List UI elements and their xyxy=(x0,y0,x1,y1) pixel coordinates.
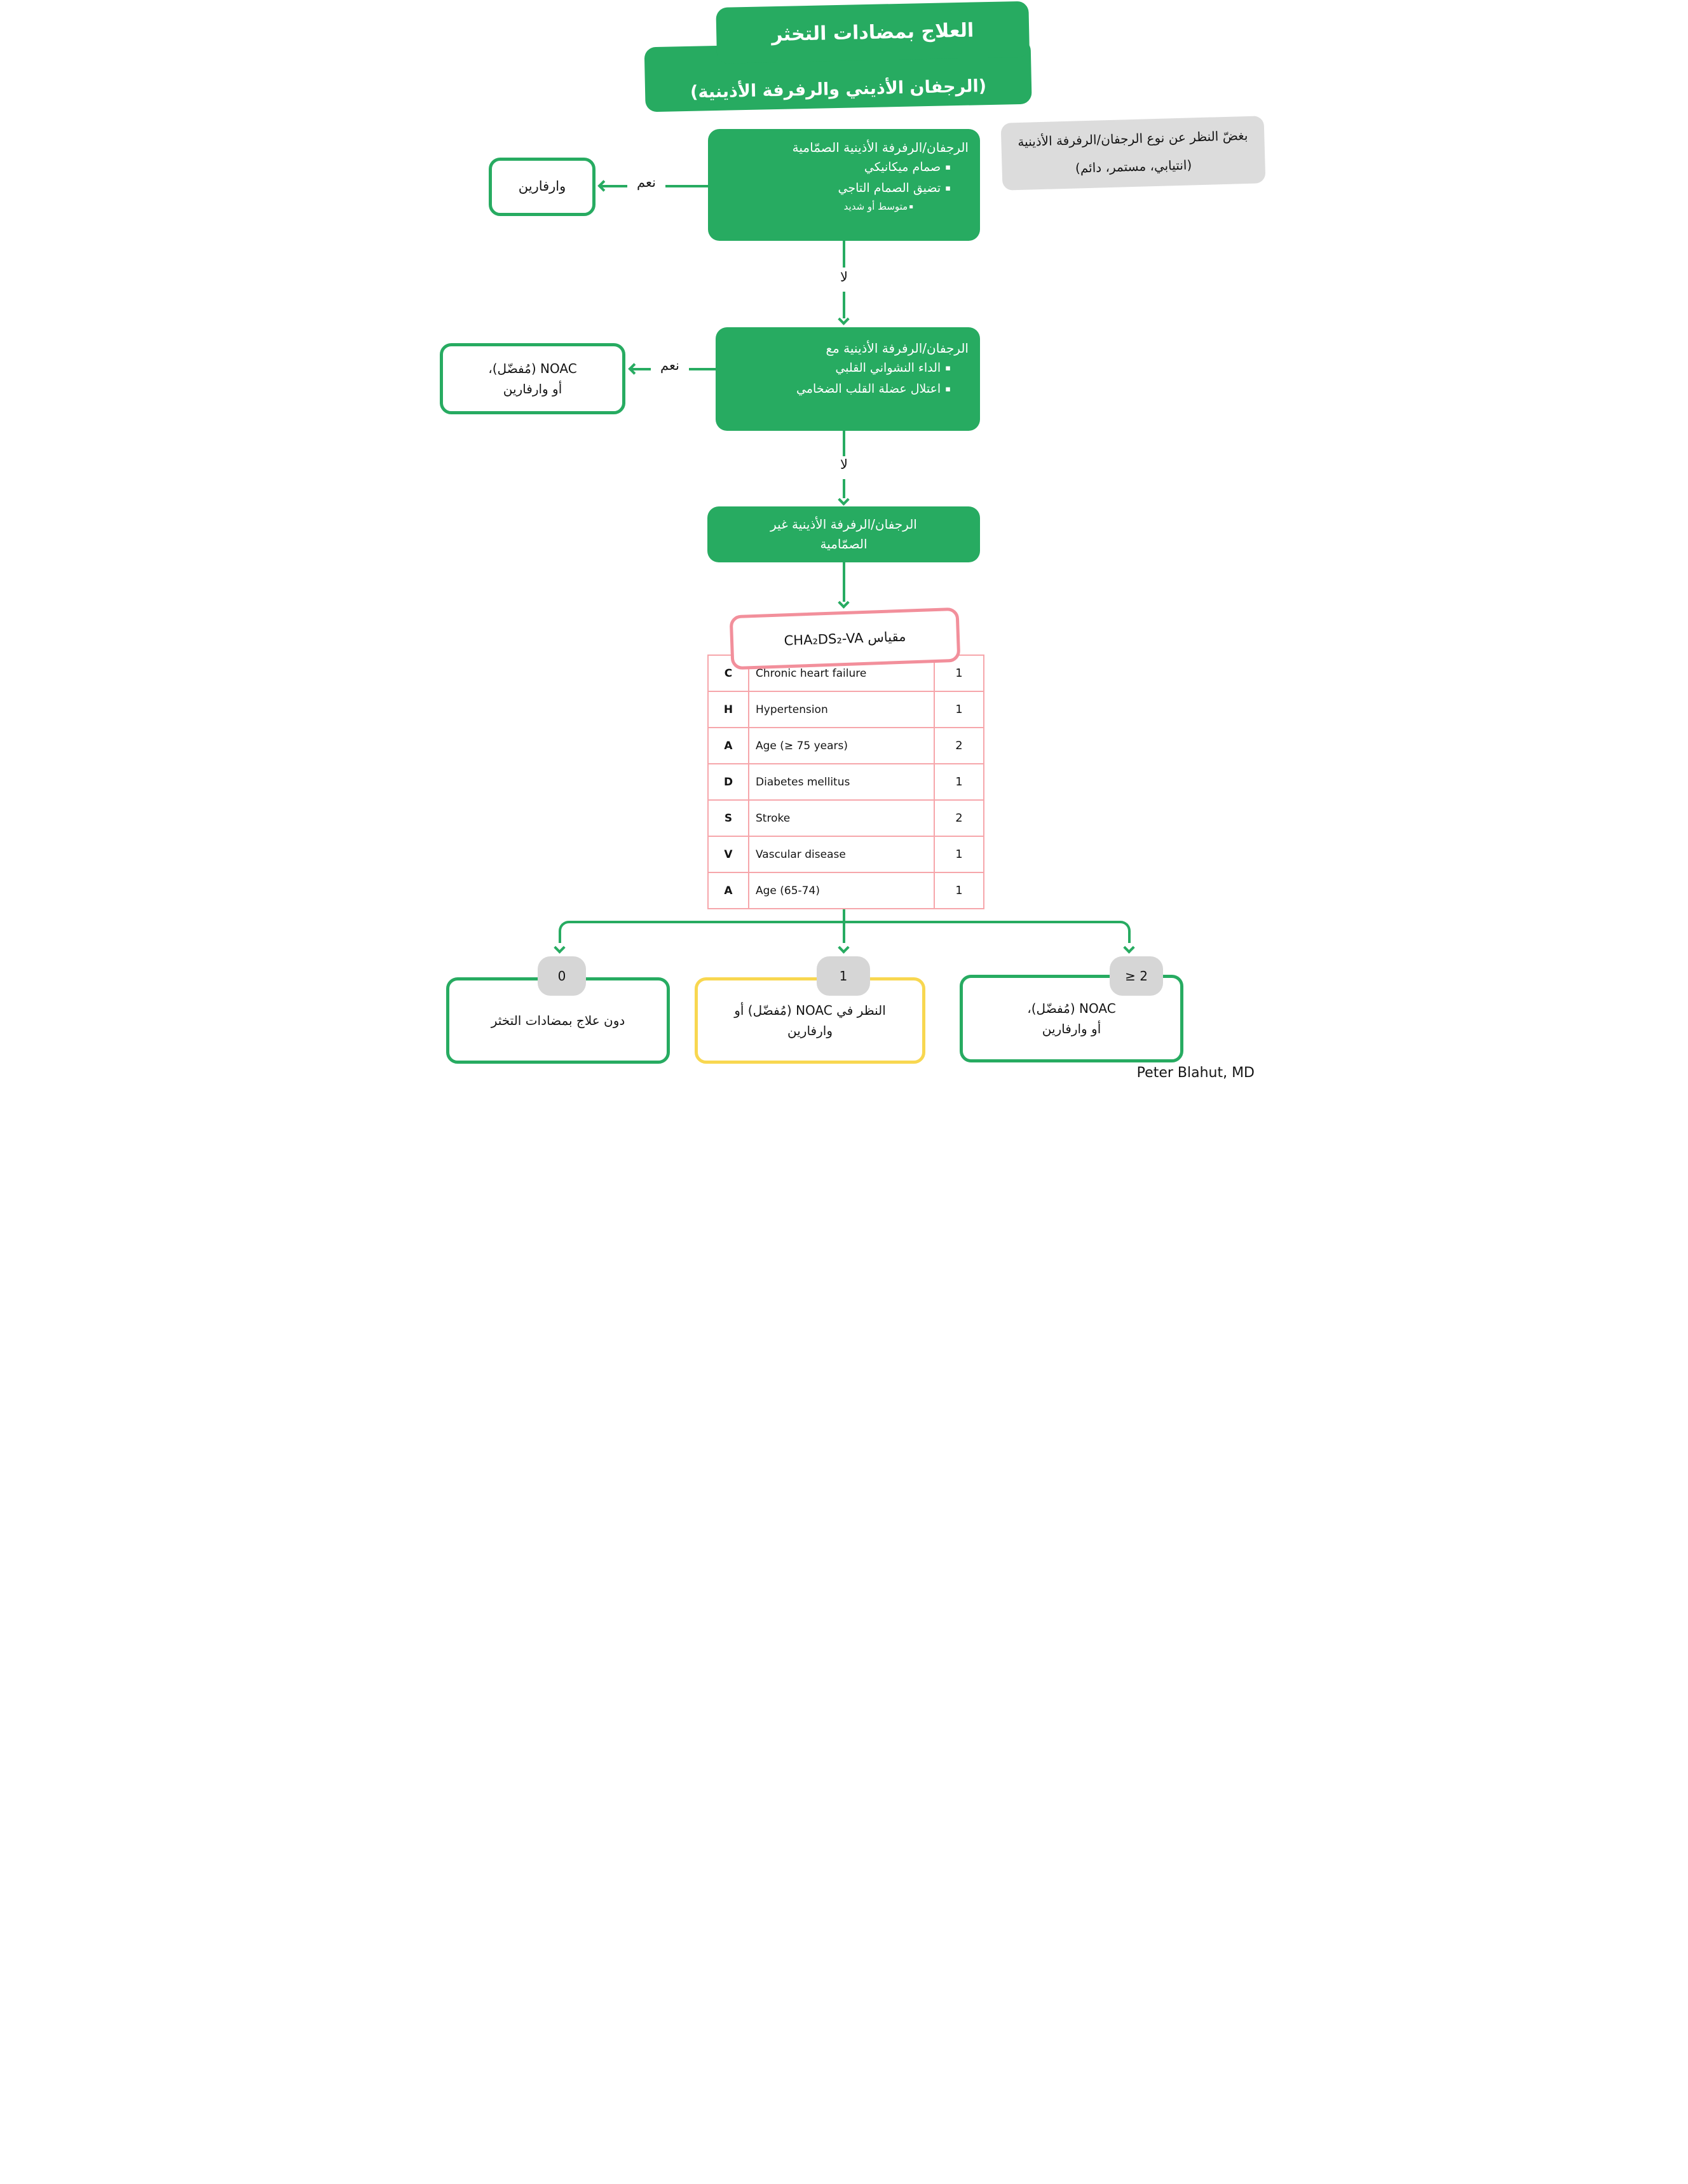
bullet-icon: ▪ xyxy=(945,184,951,194)
branch-drop-right xyxy=(1128,937,1131,943)
list-subitem: ▪متوسط أو شديد xyxy=(708,200,980,214)
row-desc: Diabetes mellitus xyxy=(748,763,935,801)
bullet-text: صمام ميكانيكي xyxy=(864,160,941,174)
outcome-1-line2: وارفارين xyxy=(787,1023,833,1038)
row-letter: S xyxy=(707,799,749,837)
row-points: 2 xyxy=(934,727,984,764)
bullet-text: اعتلال عضلة القلب الضخامي xyxy=(796,382,941,397)
label-no-2: لا xyxy=(840,457,848,472)
node-af-with-conditions: الرجفان/الرفرفة الأذينية مع ▪ الداء النشو… xyxy=(716,327,980,431)
score-badge-gte2: ≥ 2 xyxy=(1110,956,1163,996)
outcome-consider-noac: النظر في NOAC (مُفضّل) أو وارفارين xyxy=(695,977,925,1064)
node-warfarin: وارفارين xyxy=(489,158,596,216)
node-nonvalvular-af: الرجفان/الرفرفة الأذينية غير الصمّامية xyxy=(707,506,980,562)
author-credit: Peter Blahut, MD xyxy=(1136,1065,1255,1081)
bullet-text: تضيق الصمام التاجي xyxy=(838,181,941,196)
list-item: ▪ تضيق الصمام التاجي xyxy=(708,178,980,199)
branch-drop-center xyxy=(843,923,845,943)
row-letter: V xyxy=(707,836,749,873)
arrow-down-icon xyxy=(838,494,850,506)
score-title-box: مقياس CHA₂DS₂-VA xyxy=(729,607,961,670)
flowchart-canvas: (الرجفان الأذيني والرفرفة الأذينية) العل… xyxy=(422,0,1266,1092)
nonvalvular-line2: الصمّامية xyxy=(820,536,868,552)
row-desc: Age (65-74) xyxy=(748,872,935,909)
node-with-heading: الرجفان/الرفرفة الأذينية مع xyxy=(826,341,969,356)
row-points: 1 xyxy=(934,691,984,728)
list-item: ▪ اعتلال عضلة القلب الضخامي xyxy=(716,379,980,400)
node-noac-or-warfarin: NOAC (مُفضّل)، أو وارفارين xyxy=(440,343,625,414)
note-regardless-of-type: بغضّ النظر عن نوع الرجفان/الرفرفة الأذين… xyxy=(1000,116,1266,191)
arrow-left-icon xyxy=(628,363,640,375)
title-bubble-top: العلاج بمضادات التخثر xyxy=(716,1,1030,64)
bullet-text: الداء النشواني القلبي xyxy=(835,361,941,375)
connector-no-2b xyxy=(843,479,845,498)
label-no-1: لا xyxy=(840,269,848,285)
row-letter: A xyxy=(707,872,749,909)
connector-no-1b xyxy=(843,292,845,318)
outcome-2-line1: NOAC (مُفضّل)، xyxy=(1027,1001,1116,1016)
noac-line2: أو وارفارين xyxy=(503,381,562,397)
nonvalvular-line1: الرجفان/الرفرفة الأذينية غير xyxy=(770,517,917,532)
arrow-down-icon xyxy=(838,597,850,609)
outcome-1-line1: النظر في NOAC (مُفضّل) أو xyxy=(734,1003,886,1018)
list-item: ▪ صمام ميكانيكي xyxy=(708,157,980,178)
node-valvular-af: الرجفان/الرفرفة الأذينية الصمّامية ▪ صمام… xyxy=(708,129,980,241)
noac-line1: NOAC (مُفضّل)، xyxy=(488,361,577,376)
bullet-icon: ▪ xyxy=(945,363,951,373)
subbullet-text: متوسط أو شديد xyxy=(843,200,908,212)
title-line1: العلاج بمضادات التخثر xyxy=(771,19,974,46)
row-points: 1 xyxy=(934,763,984,801)
outcome-2-line2: أو وارفارين xyxy=(1042,1021,1101,1036)
bullet-icon: ▪ xyxy=(909,203,913,210)
bullet-icon: ▪ xyxy=(945,384,951,395)
branch-bar xyxy=(559,921,1131,937)
connector-to-score xyxy=(843,562,845,602)
connector-no-1a xyxy=(843,241,845,268)
bullet-icon: ▪ xyxy=(945,163,951,172)
node-valvular-heading: الرجفان/الرفرفة الأذينية الصمّامية xyxy=(792,140,969,155)
row-letter: H xyxy=(707,691,749,728)
row-points: 1 xyxy=(934,872,984,909)
row-letter: A xyxy=(707,727,749,764)
row-desc: Vascular disease xyxy=(748,836,935,873)
row-desc: Hypertension xyxy=(748,691,935,728)
score-badge-0: 0 xyxy=(538,956,586,996)
row-letter: C xyxy=(707,655,749,692)
warfarin-text: وارفارين xyxy=(518,179,566,194)
title-line2: (الرجفان الأذيني والرفرفة الأذينية) xyxy=(690,76,987,102)
connector-table-stem xyxy=(843,908,845,923)
score-badge-1: 1 xyxy=(817,956,870,996)
arrow-down-icon xyxy=(1123,942,1135,954)
list-item: ▪ الداء النشواني القلبي xyxy=(716,358,980,379)
row-points: 2 xyxy=(934,799,984,837)
arrow-down-icon xyxy=(838,942,850,954)
arrow-left-icon xyxy=(597,180,609,192)
outcome-noac-or-warfarin: NOAC (مُفضّل)، أو وارفارين xyxy=(960,975,1183,1062)
row-points: 1 xyxy=(934,836,984,873)
arrow-down-icon xyxy=(554,942,566,954)
row-desc: Age (≥ 75 years) xyxy=(748,727,935,764)
row-desc: Stroke xyxy=(748,799,935,837)
page-title: (الرجفان الأذيني والرفرفة الأذينية) العل… xyxy=(643,1,1032,112)
row-letter: D xyxy=(707,763,749,801)
branch-drop-left xyxy=(559,937,561,943)
label-yes-1: نعم xyxy=(627,175,665,190)
connector-no-2a xyxy=(843,431,845,456)
outcome-0-text: دون علاج بمضادات التخثر xyxy=(491,1013,625,1028)
label-yes-2: نعم xyxy=(651,358,689,373)
row-points: 1 xyxy=(934,655,984,692)
arrow-down-icon xyxy=(838,313,850,325)
